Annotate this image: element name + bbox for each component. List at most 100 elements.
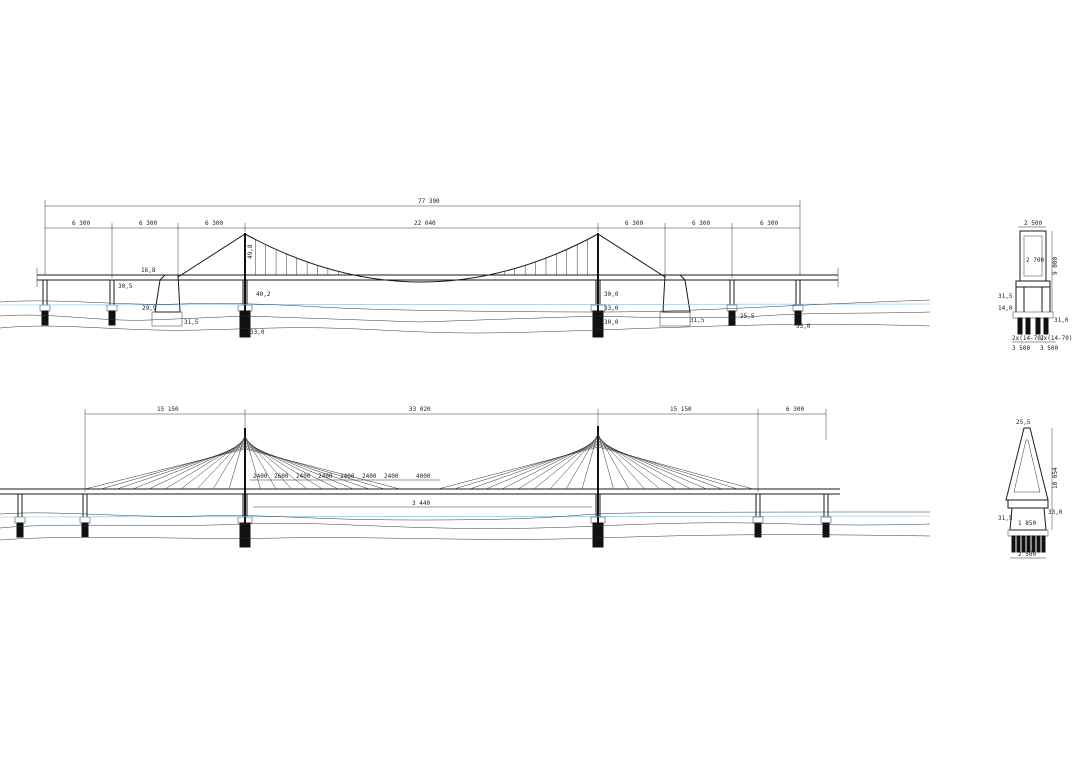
stay-cable	[244, 445, 370, 490]
suspension-tower-cross-section: 2 500 9 000 2 700 31,5 14,0 31,0 2x(14-7…	[998, 220, 1073, 352]
span-label: 6 300	[72, 220, 90, 227]
stay-cable	[244, 447, 385, 490]
pile	[1026, 535, 1031, 553]
pier-cap	[726, 304, 738, 312]
pile	[1011, 535, 1016, 553]
section-label: 10 054	[1052, 467, 1059, 489]
section-label: 3 500	[1040, 345, 1058, 352]
total-length-label: 77 390	[418, 198, 440, 205]
stay-spacing-label: 2400	[362, 473, 377, 480]
stay-cable	[148, 442, 246, 490]
level-label: 30,0	[604, 291, 619, 298]
pier-pile	[239, 310, 251, 338]
pier-pile	[794, 310, 802, 326]
section-label: 3 500	[1012, 345, 1030, 352]
piers	[14, 494, 832, 548]
stay-cable	[597, 434, 630, 490]
pile	[1021, 535, 1026, 553]
pier-cap	[106, 304, 118, 312]
pier-cap	[820, 516, 832, 524]
section-label: 25,5	[1016, 419, 1031, 426]
stay-spacing-label: 2400	[296, 473, 311, 480]
stay-spacing-label: 2400	[253, 473, 268, 480]
pier-cap	[792, 304, 804, 312]
stay-cable	[244, 434, 261, 490]
pylon-cross-section: 25,5 10 054 1 850 2 500 31,5 33,0	[998, 419, 1063, 559]
section-label: 31,0	[1054, 317, 1069, 324]
stay-spacing-label: 2400	[340, 473, 355, 480]
pier-pile	[41, 310, 49, 326]
tower-height-label: 49,8	[247, 244, 254, 259]
section-label: 2x(14-70)	[1012, 335, 1045, 342]
stay-spacing-label: 2400	[384, 473, 399, 480]
stay-cable	[228, 434, 246, 490]
stay-cable	[597, 443, 723, 490]
span-label: 6 300	[205, 220, 223, 227]
suspension-bridge-elevation: 77 390 6 300 6 300 6 300 22 040 6 300 6 …	[0, 198, 931, 338]
section-label: 2x(14-70)	[1040, 335, 1073, 342]
section-label: 2 500	[1024, 220, 1042, 227]
span-label: 15 150	[670, 406, 692, 413]
span-label: 33 020	[409, 406, 431, 413]
cable-stayed-bridge-elevation: 15 150 33 020 15 150 6 300 2400 2600 240…	[0, 406, 931, 548]
section-label: 1 850	[1018, 520, 1036, 527]
span-label: 6 300	[786, 406, 804, 413]
stay-cable	[597, 441, 707, 490]
pier-cap	[79, 516, 91, 524]
section-label: 31,5	[998, 293, 1013, 300]
pile	[1036, 535, 1041, 553]
pile	[1016, 535, 1021, 553]
pier-pile	[239, 522, 251, 548]
stay-cable	[100, 447, 246, 490]
section-label: 14,0	[998, 305, 1013, 312]
pier-cap	[14, 516, 26, 524]
span-label: 22 040	[414, 220, 436, 227]
stay-cable	[453, 445, 599, 490]
stay-cable	[469, 443, 599, 490]
pier-pile	[728, 310, 736, 326]
stay-cable	[597, 432, 614, 490]
stay-cable	[244, 448, 401, 490]
piers	[39, 280, 804, 338]
section-label: 2 700	[1026, 257, 1044, 264]
level-label: 30,5	[118, 283, 133, 290]
section-label: 31,5	[998, 515, 1013, 522]
span-label: 6 300	[625, 220, 643, 227]
section-label: 2 500	[1018, 551, 1036, 558]
pile	[1031, 535, 1036, 553]
stay-cable	[244, 443, 354, 490]
stay-cable	[565, 434, 599, 490]
pier-level-labels: 16,8 30,5 40,2 29,9 31,5 33,0 30,0 33,0 …	[118, 267, 811, 336]
span-label: 6 300	[692, 220, 710, 227]
level-label: 29,9	[142, 305, 157, 312]
hangers	[255, 239, 588, 275]
stay-spacing-label: 2600	[274, 473, 289, 480]
span-label: 6 300	[139, 220, 157, 227]
stay-cables	[84, 432, 754, 490]
pier-cap	[39, 304, 51, 312]
pier-pile	[822, 522, 830, 538]
level-label: 31,5	[690, 317, 705, 324]
span-label: 15 150	[157, 406, 179, 413]
pier-cap	[752, 516, 764, 524]
pier-pile	[16, 522, 24, 538]
piles	[1011, 535, 1046, 553]
pier-pile	[81, 522, 89, 538]
inner-dim-label: 3 440	[412, 500, 430, 507]
stay-cable	[597, 446, 754, 490]
pier-pile	[108, 310, 116, 326]
pier-pile	[592, 310, 604, 338]
level-label: 30,0	[604, 319, 619, 326]
stay-cable	[501, 440, 599, 490]
stay-cable	[84, 448, 246, 490]
level-label: 33,0	[604, 305, 619, 312]
stay-cable	[597, 440, 692, 490]
level-label: 16,8	[141, 267, 156, 274]
stay-spacing-label: 2400	[318, 473, 333, 480]
level-label: 33,0	[796, 323, 811, 330]
section-label: 9 000	[1052, 257, 1059, 275]
stay-spacing-label: 4000	[416, 473, 431, 480]
stay-cable	[581, 432, 599, 490]
stay-cable	[437, 446, 599, 490]
